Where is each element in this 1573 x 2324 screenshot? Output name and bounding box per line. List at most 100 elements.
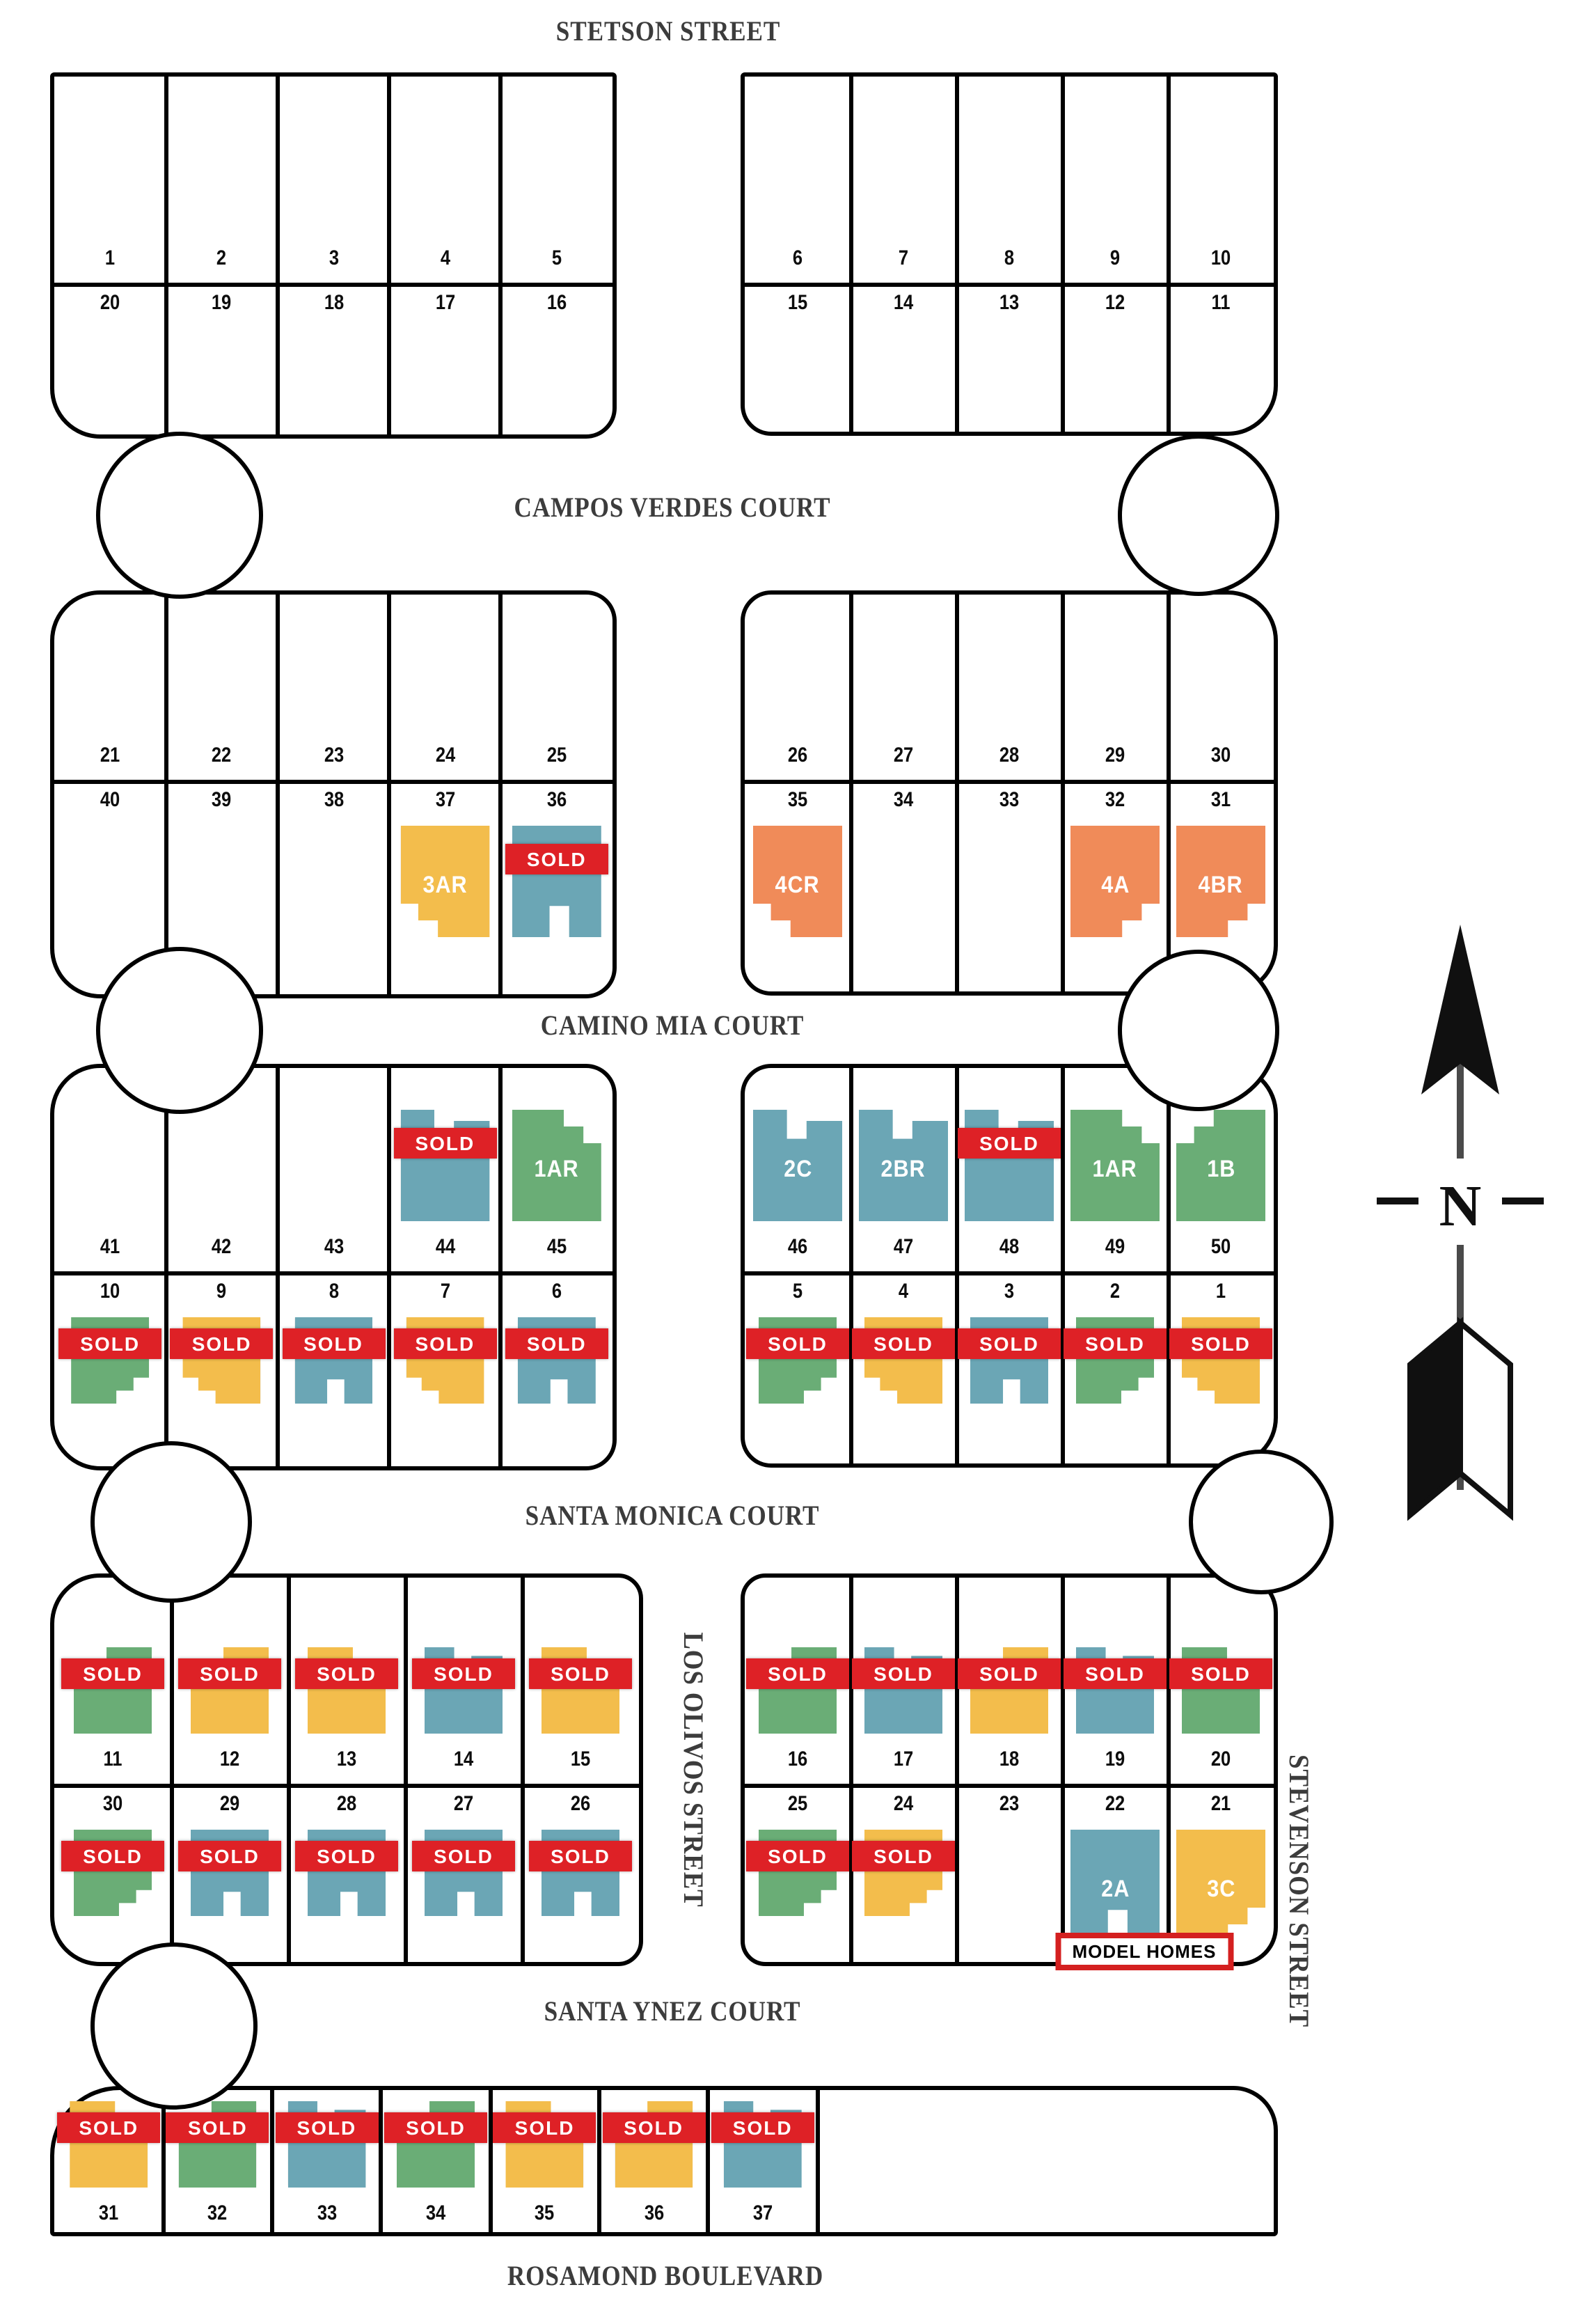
house-1b: 1B [1176, 1110, 1265, 1221]
lot-number: 49 [1105, 1235, 1125, 1259]
compass-dash-right [1502, 1198, 1544, 1204]
lot-number: 14 [453, 1748, 474, 1771]
sold-badge: SOLD [852, 1840, 955, 1871]
plan-label: 2C [783, 1155, 812, 1181]
lot-number: 26 [787, 744, 808, 767]
row-divider [54, 1783, 639, 1787]
lot-divider [379, 2090, 384, 2232]
lot-number: 7 [440, 1280, 450, 1303]
lot-number: 44 [435, 1235, 455, 1259]
lot-number: 33 [999, 788, 1020, 812]
sold-badge: SOLD [746, 1840, 849, 1871]
lot-divider [270, 2090, 275, 2232]
lot-divider [161, 2090, 166, 2232]
lot-number: 19 [1105, 1748, 1125, 1771]
lot-number: 4 [440, 246, 450, 270]
cul-de-sac-camino-mia-east [1118, 950, 1279, 1111]
lot-number: 20 [100, 291, 120, 315]
lot-number: 46 [787, 1235, 808, 1259]
lot-number: 5 [792, 1280, 803, 1303]
lot-divider [848, 1068, 853, 1463]
lot-divider [1166, 595, 1170, 991]
lot-number: 30 [1210, 744, 1231, 767]
lot-number: 39 [212, 788, 232, 812]
row-divider [745, 282, 1274, 286]
sold-badge: SOLD [282, 1328, 385, 1359]
plan-label: 4CR [775, 871, 820, 897]
sold-badge: SOLD [505, 1328, 608, 1359]
lot-divider [164, 77, 168, 434]
lot-divider [488, 2090, 493, 2232]
lot-number: 26 [570, 1792, 591, 1816]
lot-number: 5 [551, 246, 562, 270]
house-1ar: 1AR [1070, 1110, 1160, 1221]
lot-number: 41 [100, 1235, 120, 1259]
compass-letter-bg [1416, 1159, 1505, 1245]
sold-badge: SOLD [384, 2112, 487, 2143]
lot-number: 8 [328, 1280, 339, 1303]
row-divider [54, 779, 612, 783]
lot-divider [954, 595, 958, 991]
north-compass-icon: N [1377, 925, 1544, 1521]
sold-badge: SOLD [412, 1840, 515, 1871]
lot-number: 21 [1210, 1792, 1231, 1816]
lot-number: 28 [336, 1792, 357, 1816]
house-4a: 4A [1070, 826, 1160, 937]
lot-number: 15 [787, 291, 808, 315]
house-4cr: 4CR [753, 826, 842, 937]
sold-badge: SOLD [57, 2112, 161, 2143]
row-divider [745, 1271, 1274, 1275]
lot-number: 6 [551, 1280, 562, 1303]
sold-badge: SOLD [170, 1328, 274, 1359]
lot-number: 29 [219, 1792, 240, 1816]
lot-number: 32 [1105, 788, 1125, 812]
sold-badge: SOLD [1064, 1658, 1167, 1689]
lot-divider [848, 77, 853, 432]
compass-arrowhead [1421, 925, 1499, 1094]
lot-number: 27 [453, 1792, 474, 1816]
lot-number: 22 [212, 744, 232, 767]
house-1ar: 1AR [512, 1110, 601, 1221]
lot-divider [954, 1068, 958, 1463]
lot-number: 15 [570, 1748, 591, 1771]
lot-number: 30 [102, 1792, 123, 1816]
lot-number: 12 [1105, 291, 1125, 315]
house-2br: 2BR [859, 1110, 948, 1221]
lot-number: 13 [336, 1748, 357, 1771]
lot-divider [387, 77, 392, 434]
lot-number: 32 [207, 2201, 228, 2225]
lot-number: 16 [787, 1748, 808, 1771]
lot-number: 50 [1210, 1235, 1231, 1259]
lot-number: 36 [643, 2201, 664, 2225]
plan-label: 3AR [422, 871, 468, 897]
lot-number: 6 [792, 246, 803, 270]
lot-number: 16 [546, 291, 567, 315]
cul-de-sac-santa-monica-east [1189, 1450, 1334, 1594]
sold-badge: SOLD [1169, 1658, 1272, 1689]
sold-badge: SOLD [393, 1328, 497, 1359]
lot-number: 17 [435, 291, 455, 315]
street-label-campos-verdes: CAMPOS VERDES COURT [514, 493, 831, 524]
row-divider [745, 1783, 1274, 1787]
cul-de-sac-santa-monica-west [90, 1441, 252, 1603]
lot-number: 9 [1109, 246, 1121, 270]
lot-number: 18 [323, 291, 344, 315]
lot-number: 31 [1210, 788, 1231, 812]
lot-divider [1060, 595, 1064, 991]
sold-badge: SOLD [529, 1840, 632, 1871]
house-3ar: 3AR [400, 826, 490, 937]
lot-number: 23 [999, 1792, 1020, 1816]
lot-number: 45 [546, 1235, 567, 1259]
lot-number: 34 [893, 788, 914, 812]
lot-number: 29 [1105, 744, 1125, 767]
lot-number: 38 [323, 788, 344, 812]
lot-number: 7 [898, 246, 909, 270]
street-label-santa-ynez: SANTA YNEZ COURT [544, 1997, 801, 2027]
sold-badge: SOLD [1064, 1328, 1167, 1359]
compass-dash-left [1377, 1198, 1418, 1204]
lot-number: 11 [1211, 291, 1231, 315]
